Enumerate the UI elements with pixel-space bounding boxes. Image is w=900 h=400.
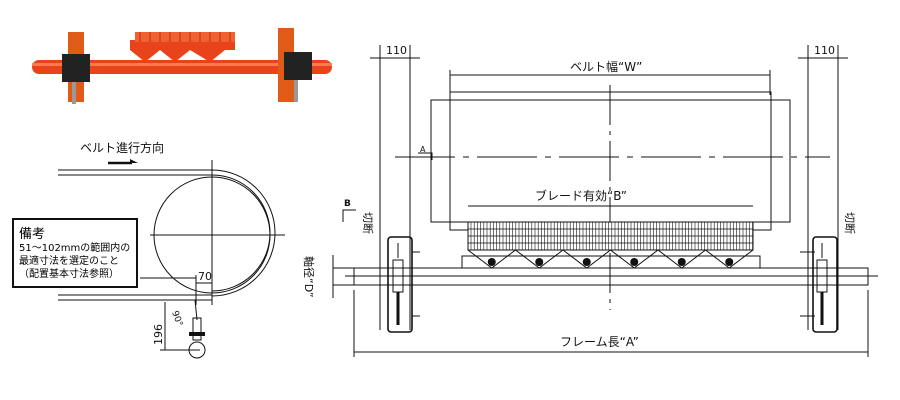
left-bracket <box>387 236 413 333</box>
dim-110-right: 110 <box>814 44 835 57</box>
remarks-box: 備考 51～102mmの範囲内の 最適寸法を選定のこと （配置基本寸法参照） <box>12 218 138 288</box>
blade-bolt <box>487 258 496 266</box>
blade-bolt <box>582 258 591 266</box>
dim-110-left: 110 <box>386 44 407 57</box>
side-view: ベルト進行方向 70 196 90° <box>58 140 285 359</box>
shaft-diameter-label: 軸径“D” <box>302 256 316 298</box>
cut-label-left: 切断 <box>361 212 375 234</box>
blade-bolt <box>725 258 734 266</box>
product-photo <box>32 28 332 104</box>
dim-70: 70 <box>198 270 212 283</box>
blade-bolt <box>535 258 544 266</box>
remarks-title: 備考 <box>19 227 46 242</box>
remarks-line: 51～102mmの範囲内の <box>19 243 131 254</box>
dim-196: 196 <box>152 324 165 345</box>
belt-direction-label: ベルト進行方向 <box>80 140 164 155</box>
remarks-line: 最適寸法を選定のこと <box>19 256 119 267</box>
remarks-line: （配置基本寸法参照） <box>19 269 119 280</box>
front-view: 110 110 ベルト幅“W” A B ブレード有効“B” <box>302 44 878 357</box>
blade-bolt <box>630 258 639 266</box>
cut-label-right: 切断 <box>843 212 857 234</box>
section-b-mark: B <box>344 199 351 209</box>
frame-length-label: フレーム長“A” <box>560 335 639 349</box>
blade-bolt <box>677 258 686 266</box>
section-a-mark: A <box>420 145 426 154</box>
belt-width-label: ベルト幅“W” <box>570 59 642 74</box>
right-bracket <box>812 236 838 333</box>
blade-effective-label: ブレード有効“B” <box>535 188 627 203</box>
angle-90: 90° <box>169 310 184 328</box>
